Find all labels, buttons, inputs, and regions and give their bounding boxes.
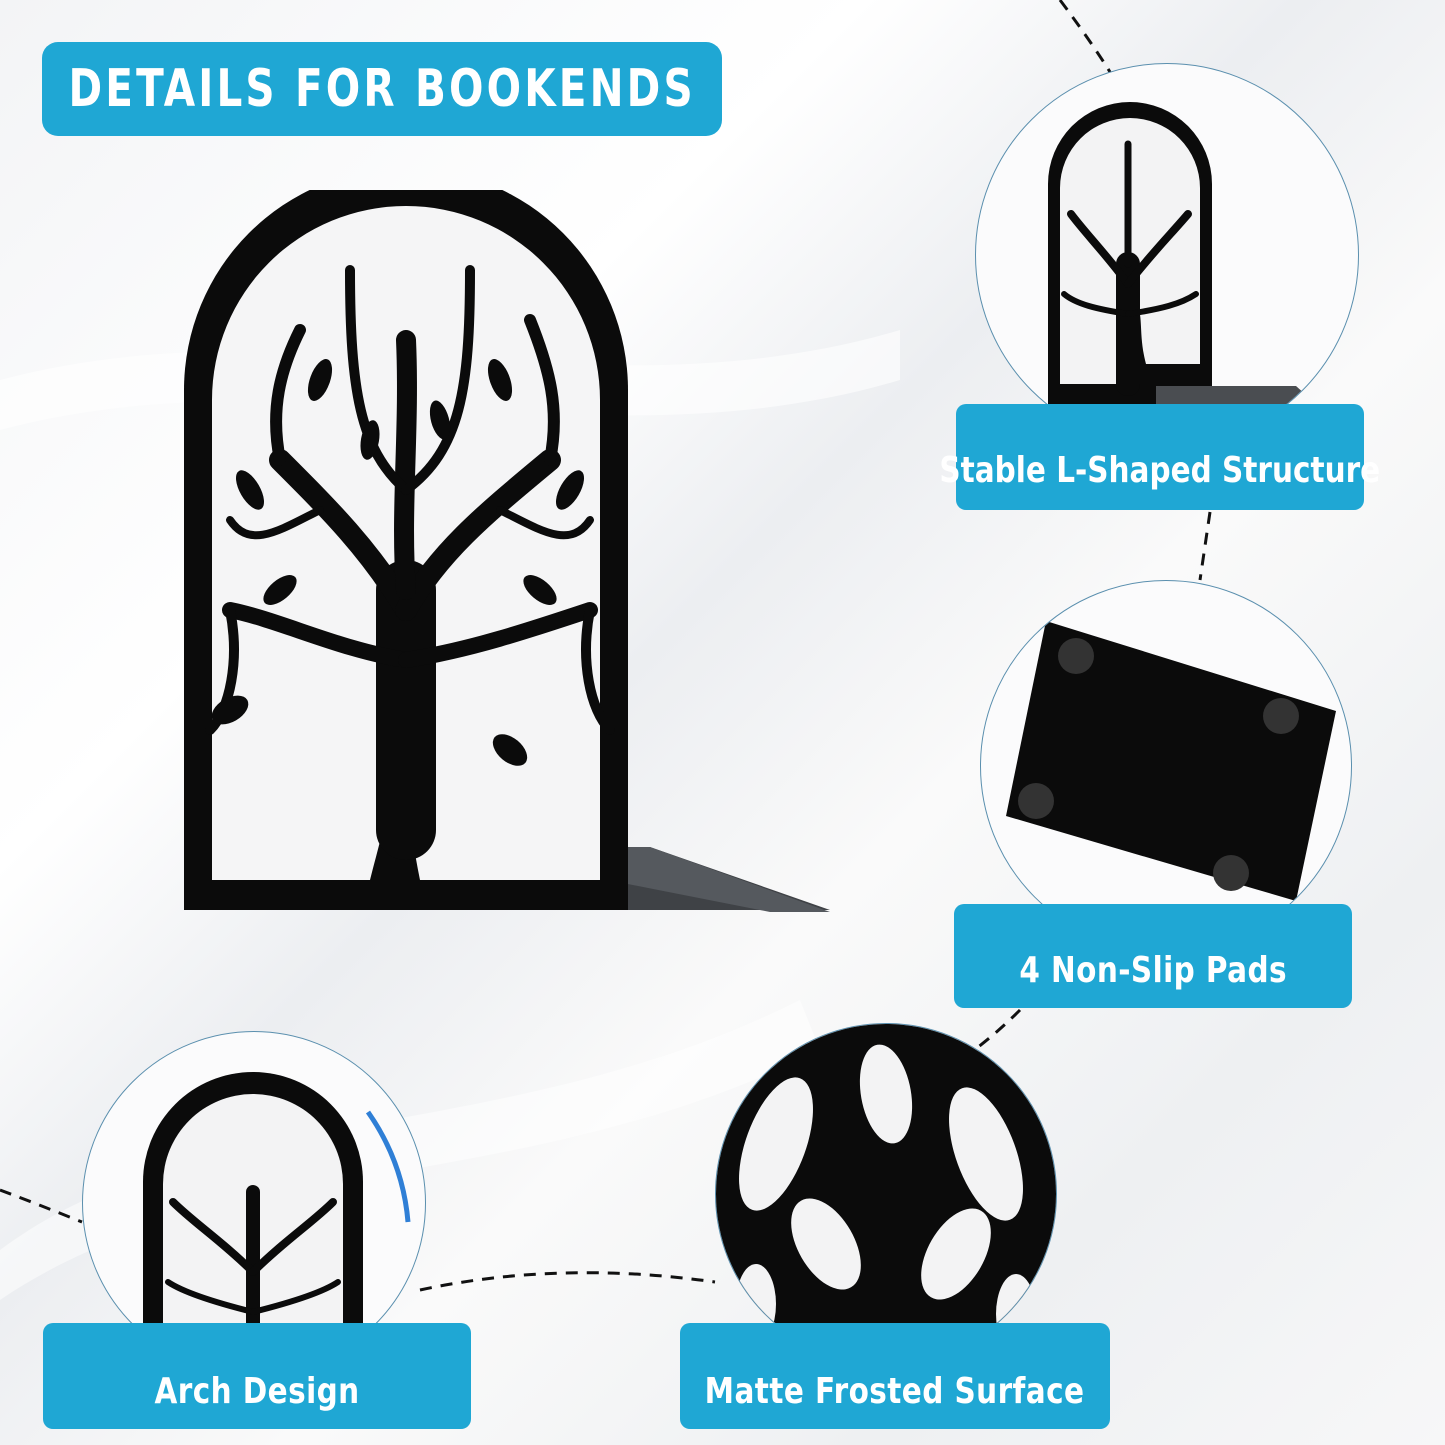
base-plate-icon: [1006, 621, 1336, 901]
page-title: DETAILS FOR BOOKENDS: [68, 59, 696, 119]
feature-label-text: 4 Non-Slip Pads: [1019, 949, 1287, 991]
bookend-thumbnail-icon: [1048, 102, 1316, 404]
feature-label-arch-design: Arch Design: [43, 1323, 471, 1429]
feature-label-text: Stable L-Shaped Structure: [939, 449, 1381, 491]
main-bookend-image: [184, 190, 830, 912]
feature-image-non-slip-pads: [980, 580, 1352, 952]
feature-label-text: Arch Design: [154, 1370, 360, 1412]
surface-closeup-icon: [716, 1024, 1056, 1364]
feature-label-non-slip-pads: 4 Non-Slip Pads: [954, 904, 1352, 1008]
feature-image-l-shape: [975, 63, 1359, 447]
feature-image-matte-surface: [715, 1023, 1057, 1365]
feature-label-matte-surface: Matte Frosted Surface: [680, 1323, 1110, 1429]
title-banner: DETAILS FOR BOOKENDS: [42, 42, 722, 136]
feature-image-arch-design: [82, 1031, 426, 1375]
feature-label-text: Matte Frosted Surface: [705, 1370, 1085, 1412]
feature-label-l-shape: [956, 404, 1364, 510]
arch-closeup-icon: [143, 1072, 411, 1374]
feature-circle-overlap-1: [975, 63, 1357, 445]
